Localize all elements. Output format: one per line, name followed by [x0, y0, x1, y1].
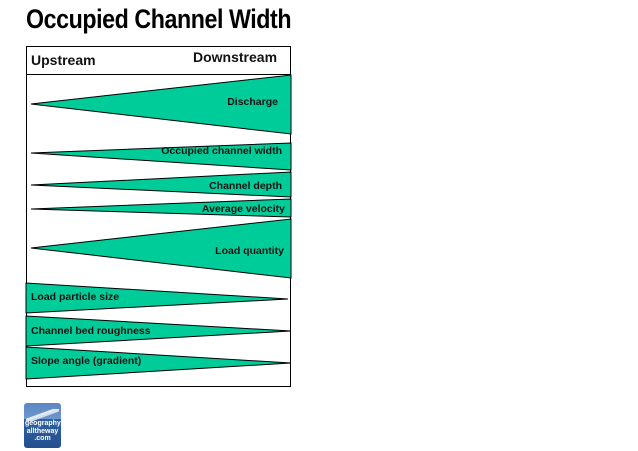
logo-text: geography alltheway .com [25, 420, 61, 443]
wedge-channel-bed-roughness [25, 315, 292, 347]
wedge-average-velocity [30, 198, 292, 218]
upstream-header: Upstream [31, 52, 96, 68]
wedge-occupied-channel-width [30, 142, 292, 171]
downstream-header: Downstream [193, 49, 277, 65]
wedge-load-quantity [30, 218, 292, 279]
label-channel-bed-roughness: Channel bed roughness [31, 325, 151, 337]
label-average-velocity: Average velocity [202, 203, 285, 215]
label-slope-angle: Slope angle (gradient) [31, 355, 141, 367]
page-title: Occupied Channel Width [26, 4, 292, 34]
site-logo[interactable]: geography alltheway .com [24, 403, 61, 448]
logo-line: .com [34, 435, 51, 442]
logo-line: geography [25, 420, 61, 427]
logo-line: alltheway [26, 427, 59, 435]
label-channel-depth: Channel depth [209, 180, 282, 192]
label-discharge: Discharge [227, 96, 278, 108]
label-load-quantity: Load quantity [215, 245, 284, 257]
wedge-channel-depth [30, 171, 292, 198]
label-occupied-channel-width: Occupied channel width [161, 145, 282, 157]
wedge-discharge [30, 74, 292, 135]
mountain-icon [26, 409, 59, 421]
label-load-particle-size: Load particle size [31, 291, 119, 303]
wedge-load-particle-size [25, 282, 289, 314]
wedge-slope-angle [25, 346, 292, 380]
